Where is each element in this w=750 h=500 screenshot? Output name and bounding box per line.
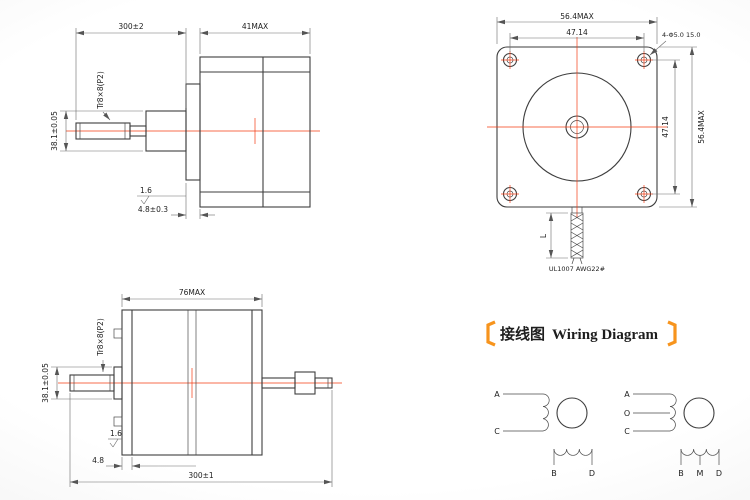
dim-width-side: 56.4MAX	[697, 110, 706, 143]
title-bracket-left	[486, 320, 496, 347]
roughness-value-2: 1.6	[110, 429, 122, 438]
screw-spec-label: Tr8×8(P2)	[96, 71, 105, 110]
front-flange	[185, 83, 201, 181]
dim-screw-length: 300±2	[118, 22, 144, 31]
side-view-single-shaft: 300±2 41MAX Tr8×8(P2) 38.1±0.05 1.6 4.8±…	[50, 22, 320, 219]
phase-coil-vertical	[542, 393, 550, 432]
mounting-screw-top	[113, 328, 123, 339]
lead-wire-note: UL1007 AWG22#	[549, 265, 605, 273]
dim-total-length: 300±1	[188, 471, 214, 480]
rotor-circle-2	[683, 397, 715, 429]
hole-callout: 4-Φ5.0 15.0	[662, 31, 700, 39]
rotor-circle	[556, 397, 588, 429]
side-view-double-shaft: 76MAX Tr8×8(P2) 38.1±0.05 1.6 4.8 300±1	[41, 288, 342, 487]
dim-hole-spacing-top: 47.14	[566, 28, 588, 37]
wiring-diagram-section: 接线图 Wiring Diagram A C B D A O C	[486, 320, 722, 478]
schematic-four-lead: A C B D	[494, 390, 595, 478]
phase-coil-horizontal	[553, 448, 593, 456]
dim-lead-length: L	[539, 233, 548, 238]
phase-coil-horizontal-2	[680, 448, 720, 456]
mounting-holes	[501, 51, 653, 203]
lead-wire-cable	[570, 207, 584, 265]
mounting-screw-bottom	[113, 416, 123, 427]
terminal-a2: A	[624, 390, 630, 399]
dim-flange-thickness-2: 4.8	[92, 456, 104, 465]
terminal-m: M	[697, 469, 704, 478]
dim-pilot-diameter: 38.1±0.05	[50, 111, 59, 151]
dim-body-length-2: 76MAX	[179, 288, 205, 297]
rear-shaft-end	[314, 377, 333, 389]
dim-body-length: 41MAX	[242, 22, 268, 31]
terminal-c: C	[494, 427, 500, 436]
title-bracket-right	[667, 320, 677, 347]
lead-screw	[75, 122, 131, 140]
dim-flange-thickness: 4.8±0.3	[138, 205, 168, 214]
wiring-title-en: Wiring Diagram	[552, 327, 658, 343]
dim-hole-spacing-side: 47.14	[661, 116, 670, 138]
terminal-b: B	[551, 469, 557, 478]
dim-width-top: 56.4MAX	[560, 12, 593, 21]
terminal-b2: B	[678, 469, 684, 478]
wiring-title-cn: 接线图	[500, 325, 545, 343]
screw-spec-label-2: Tr8×8(P2)	[96, 318, 105, 357]
roughness-value: 1.6	[140, 186, 152, 195]
front-view: 56.4MAX 47.14 4-Φ5.0 15.0 47.14 56.4MAX	[487, 12, 706, 273]
terminal-o: O	[624, 409, 630, 418]
terminal-d: D	[589, 469, 595, 478]
terminal-c2: C	[624, 427, 630, 436]
terminal-d2: D	[716, 469, 722, 478]
terminal-a: A	[494, 390, 500, 399]
schematic-six-lead: A O C B M D	[624, 390, 722, 478]
dim-pilot-diameter-2: 38.1±0.05	[41, 363, 50, 403]
lead-screw-2	[69, 374, 115, 392]
phase-coil-vertical-2	[669, 393, 677, 432]
